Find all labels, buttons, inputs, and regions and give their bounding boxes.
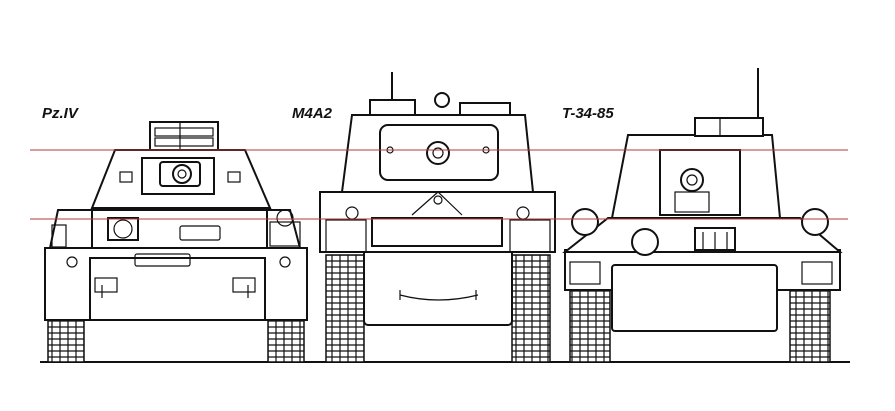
label-pz-iv: Pz.IV (42, 105, 80, 122)
pz-iv-drawing (44, 121, 308, 363)
t34-85-drawing (562, 68, 843, 363)
m4a2-drawing (319, 72, 556, 363)
label-m4a2: M4A2 (292, 105, 333, 122)
label-t34-85: T-34-85 (562, 105, 614, 122)
